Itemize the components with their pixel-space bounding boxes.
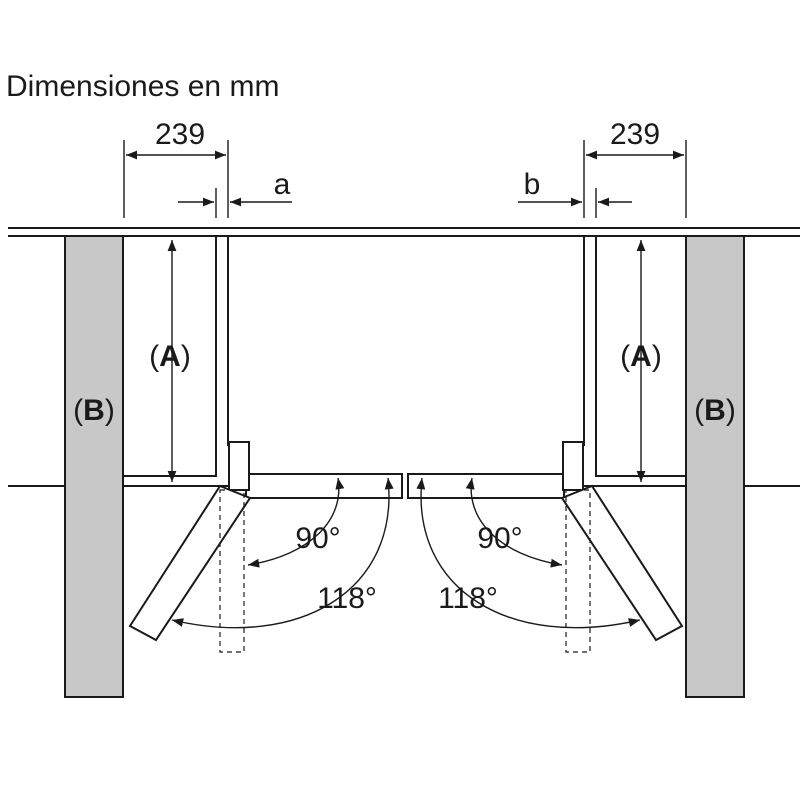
left-hinge — [228, 441, 250, 491]
left-90-label: 90° — [295, 522, 340, 555]
right-hinge — [562, 441, 584, 491]
left-wall — [64, 235, 124, 698]
right-gap-dimension — [518, 188, 632, 218]
appliance-body — [227, 235, 585, 446]
right-gap-label: b — [524, 168, 541, 201]
right-118-label: 118° — [438, 582, 498, 615]
left-wall-label: (B) — [73, 394, 115, 427]
right-90-label: 90° — [477, 522, 522, 555]
left-width-dimension — [123, 140, 229, 218]
left-118-label: 118° — [317, 582, 377, 615]
right-door-closed — [407, 473, 565, 499]
left-door-closed — [245, 473, 403, 499]
diagram-title: Dimensiones en mm — [6, 70, 279, 103]
right-depth-label: (A) — [620, 340, 662, 373]
right-width-value: 239 — [610, 118, 660, 151]
right-wall — [685, 235, 745, 698]
right-door-open — [560, 484, 684, 642]
left-width-value: 239 — [155, 118, 205, 151]
right-wall-label: (B) — [694, 394, 736, 427]
left-depth-label: (A) — [149, 340, 191, 373]
right-width-dimension — [583, 140, 687, 218]
countertop-lines — [8, 227, 800, 237]
left-gap-label: a — [274, 168, 291, 201]
left-door-open — [128, 484, 252, 642]
left-gap-dimension — [178, 188, 292, 218]
left-118-arc — [171, 477, 394, 629]
right-118-arc — [416, 477, 641, 629]
